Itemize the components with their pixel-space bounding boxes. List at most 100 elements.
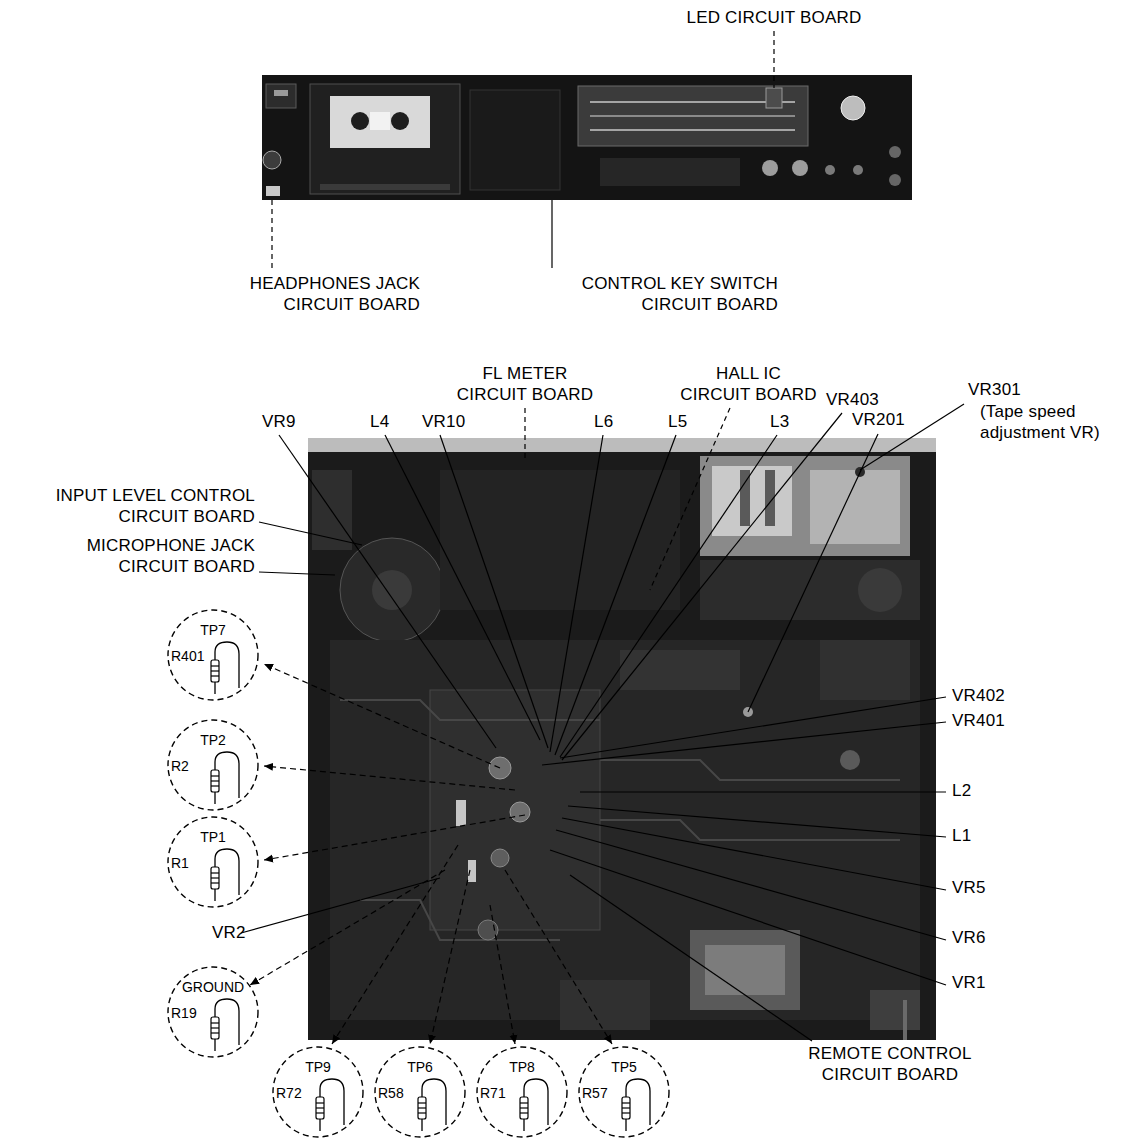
resistor-band — [211, 1027, 219, 1028]
part-label: FL METER CIRCUIT BOARD — [455, 364, 595, 405]
leader-lines — [555, 435, 676, 755]
leader-lines — [440, 435, 548, 748]
chassis-photo — [740, 470, 750, 526]
resistor-band — [211, 775, 219, 776]
leader-lines — [264, 664, 500, 768]
resistor-band — [520, 1102, 528, 1103]
part-label: VR10 — [422, 412, 465, 433]
front-panel-photo — [762, 160, 778, 176]
part-label: VR9 — [262, 412, 296, 433]
chassis-photo — [308, 438, 936, 452]
chassis-photo — [510, 802, 530, 822]
test-point-label: TP1 — [166, 829, 260, 845]
test-point-label: TP8 — [475, 1059, 569, 1075]
resistor-band — [622, 1107, 630, 1108]
front-panel-photo — [590, 101, 795, 103]
resistor-label: R401 — [171, 648, 204, 664]
leader-lines — [259, 522, 362, 545]
resistor-band — [211, 877, 219, 878]
test-point-label: TP9 — [271, 1059, 365, 1075]
front-panel-photo — [274, 90, 288, 96]
test-point-callout: TP9R72 — [271, 1045, 365, 1139]
front-panel-photo — [391, 112, 409, 130]
front-panel-photo — [370, 112, 390, 130]
test-point-callout: GROUND R19 — [166, 965, 260, 1059]
resistor-symbol — [316, 1097, 324, 1119]
chassis-photo — [690, 930, 800, 1010]
front-panel-photo — [792, 160, 808, 176]
chassis-photo — [712, 466, 792, 536]
part-label: VR403 — [826, 390, 879, 411]
leader-lines — [570, 875, 812, 1041]
leader-lines — [542, 722, 946, 765]
part-label: VR402 — [952, 686, 1005, 707]
resistor-band — [211, 780, 219, 781]
front-panel-photo — [578, 86, 808, 146]
test-point-label: TP5 — [577, 1059, 671, 1075]
leader-lines — [271, 197, 272, 268]
resistor-band — [520, 1107, 528, 1108]
chassis-photo — [840, 750, 860, 770]
chassis-photo — [560, 980, 650, 1030]
resistor-symbol — [211, 660, 219, 682]
leader-lines — [551, 200, 552, 268]
resistor-label: R19 — [171, 1005, 197, 1021]
resistor-band — [211, 675, 219, 676]
leader-lines — [241, 31, 964, 1044]
leader-lines — [250, 870, 445, 985]
chassis-photo — [430, 690, 600, 930]
part-label: HALL IC CIRCUIT BOARD — [680, 364, 817, 405]
resistor-label: R1 — [171, 855, 189, 871]
front-panel-photo — [766, 88, 782, 108]
front-panel-photo — [351, 112, 369, 130]
resistor-band — [316, 1107, 324, 1108]
leader-lines — [332, 845, 458, 1044]
front-panel-photo — [262, 75, 912, 200]
chassis-photo — [700, 560, 920, 620]
test-point-label: TP6 — [373, 1059, 467, 1075]
front-panel-photo — [266, 186, 280, 196]
resistor-symbol — [211, 770, 219, 792]
part-label: L2 — [952, 781, 971, 802]
test-point-label: GROUND — [166, 979, 260, 995]
front-panel-photo — [470, 90, 560, 190]
front-panel-photo — [266, 84, 296, 108]
front-panel-photo — [590, 115, 795, 117]
part-label: L1 — [952, 826, 971, 847]
resistor-band — [211, 665, 219, 666]
leader-lines — [385, 435, 540, 740]
part-label: L5 — [668, 412, 687, 433]
part-label: VR1 — [952, 973, 986, 994]
resistor-band — [418, 1112, 426, 1113]
chassis-photo — [810, 470, 900, 544]
chassis-photo — [340, 538, 444, 642]
leader-lines — [550, 850, 946, 985]
leader-lines — [279, 435, 496, 748]
resistor-label: R71 — [480, 1085, 506, 1101]
chassis-photo — [620, 650, 740, 690]
front-panel-photo — [262, 75, 912, 200]
test-point-label: TP7 — [166, 622, 260, 638]
front-panel-photo — [590, 129, 795, 131]
chassis-photo — [372, 570, 412, 610]
part-label: CONTROL KEY SWITCH CIRCUIT BOARD — [536, 274, 778, 315]
leader-lines — [562, 413, 842, 760]
chassis-photo — [491, 849, 509, 867]
leader-lines — [241, 878, 440, 933]
part-label: LED CIRCUIT BOARD — [674, 8, 874, 29]
part-label: L3 — [770, 412, 789, 433]
part-label: L6 — [594, 412, 613, 433]
test-point-callout: TP2R2 — [166, 718, 260, 812]
leader-lines — [490, 905, 515, 1044]
front-panel-photo — [825, 165, 835, 175]
part-label: (Tape speed adjustment VR) — [980, 402, 1114, 443]
resistor-band — [211, 1022, 219, 1023]
resistor-band — [418, 1102, 426, 1103]
part-label: VR201 — [852, 410, 905, 431]
part-label: VR5 — [952, 878, 986, 899]
part-label: VR2 — [212, 923, 246, 944]
test-point-callout: TP7R401 — [166, 608, 260, 702]
part-label: REMOTE CONTROL CIRCUIT BOARD — [790, 1044, 990, 1085]
resistor-band — [418, 1107, 426, 1108]
resistor-label: R2 — [171, 758, 189, 774]
